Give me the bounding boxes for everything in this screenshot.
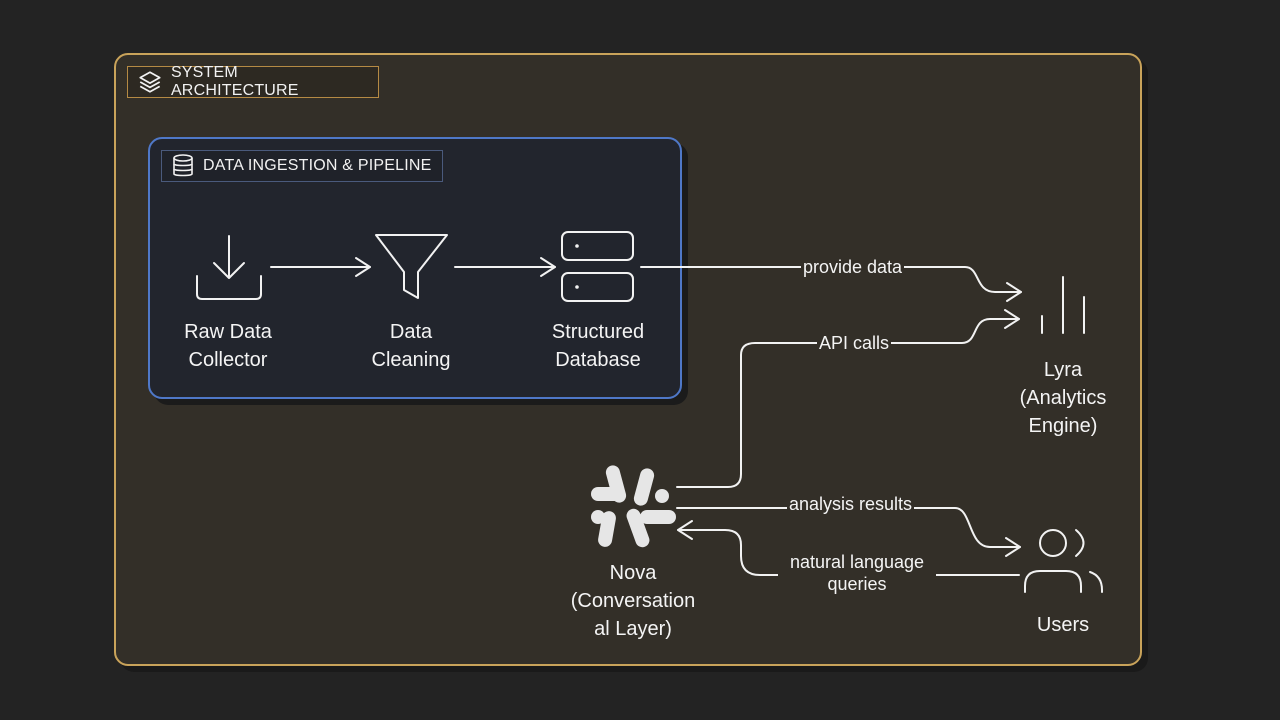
- layers-icon: [139, 71, 161, 93]
- analysis-results-edge-label: analysis results: [787, 493, 915, 515]
- nova-line1: Nova: [609, 562, 657, 584]
- structured-database-line1: Structured: [551, 321, 645, 343]
- server-stack-icon: [561, 231, 634, 302]
- natural-language-queries-edge-label: natural language queries: [778, 551, 936, 595]
- data-cleaning-label: Data Cleaning: [351, 318, 471, 374]
- api-calls-edge: [676, 309, 1020, 488]
- nova-line2: (Conversation: [570, 590, 696, 612]
- raw-data-collector-label: Raw Data Collector: [168, 318, 288, 374]
- natural-language-queries-edge: [677, 520, 1020, 576]
- system-architecture-label: SYSTEM ARCHITECTURE: [127, 64, 379, 99]
- lyra-label: Lyra (Analytics Engine): [993, 356, 1133, 440]
- funnel-icon: [375, 234, 448, 299]
- system-architecture-title: SYSTEM ARCHITECTURE: [170, 64, 299, 99]
- database-icon: [173, 154, 193, 177]
- analysis-results-edge: [676, 507, 1021, 557]
- api-calls-edge-label: API calls: [817, 332, 892, 354]
- data-pipeline-label: DATA INGESTION & PIPELINE: [161, 150, 443, 182]
- slack-icon: [591, 465, 676, 548]
- users-icon: [1024, 529, 1103, 593]
- provide-data-edge-label: provide data: [801, 256, 905, 278]
- download-tray-icon: [196, 235, 262, 300]
- nl-queries-line1: natural language: [789, 552, 925, 572]
- lyra-line3: Engine): [1028, 415, 1098, 437]
- users-label: Users: [1036, 614, 1090, 636]
- collector-to-cleaning-arrow: [270, 257, 371, 277]
- structured-database-label: Structured Database: [528, 318, 668, 374]
- lyra-line2: (Analytics: [1019, 387, 1107, 409]
- raw-data-collector-line2: Collector: [188, 349, 268, 371]
- nova-label: Nova (Conversation al Layer): [553, 559, 713, 643]
- lyra-line1: Lyra: [1043, 359, 1083, 381]
- raw-data-collector-line1: Raw Data: [184, 321, 272, 343]
- data-cleaning-line1: Data: [389, 321, 433, 343]
- data-pipeline-title: DATA INGESTION & PIPELINE: [203, 157, 432, 174]
- provide-data-edge: [640, 266, 1022, 302]
- nova-line3: al Layer): [594, 618, 672, 640]
- bar-chart-icon: [1041, 276, 1085, 334]
- nl-queries-line2: queries: [827, 574, 887, 594]
- structured-database-line2: Database: [555, 349, 641, 371]
- data-cleaning-line2: Cleaning: [371, 349, 451, 371]
- cleaning-to-database-arrow: [454, 257, 556, 277]
